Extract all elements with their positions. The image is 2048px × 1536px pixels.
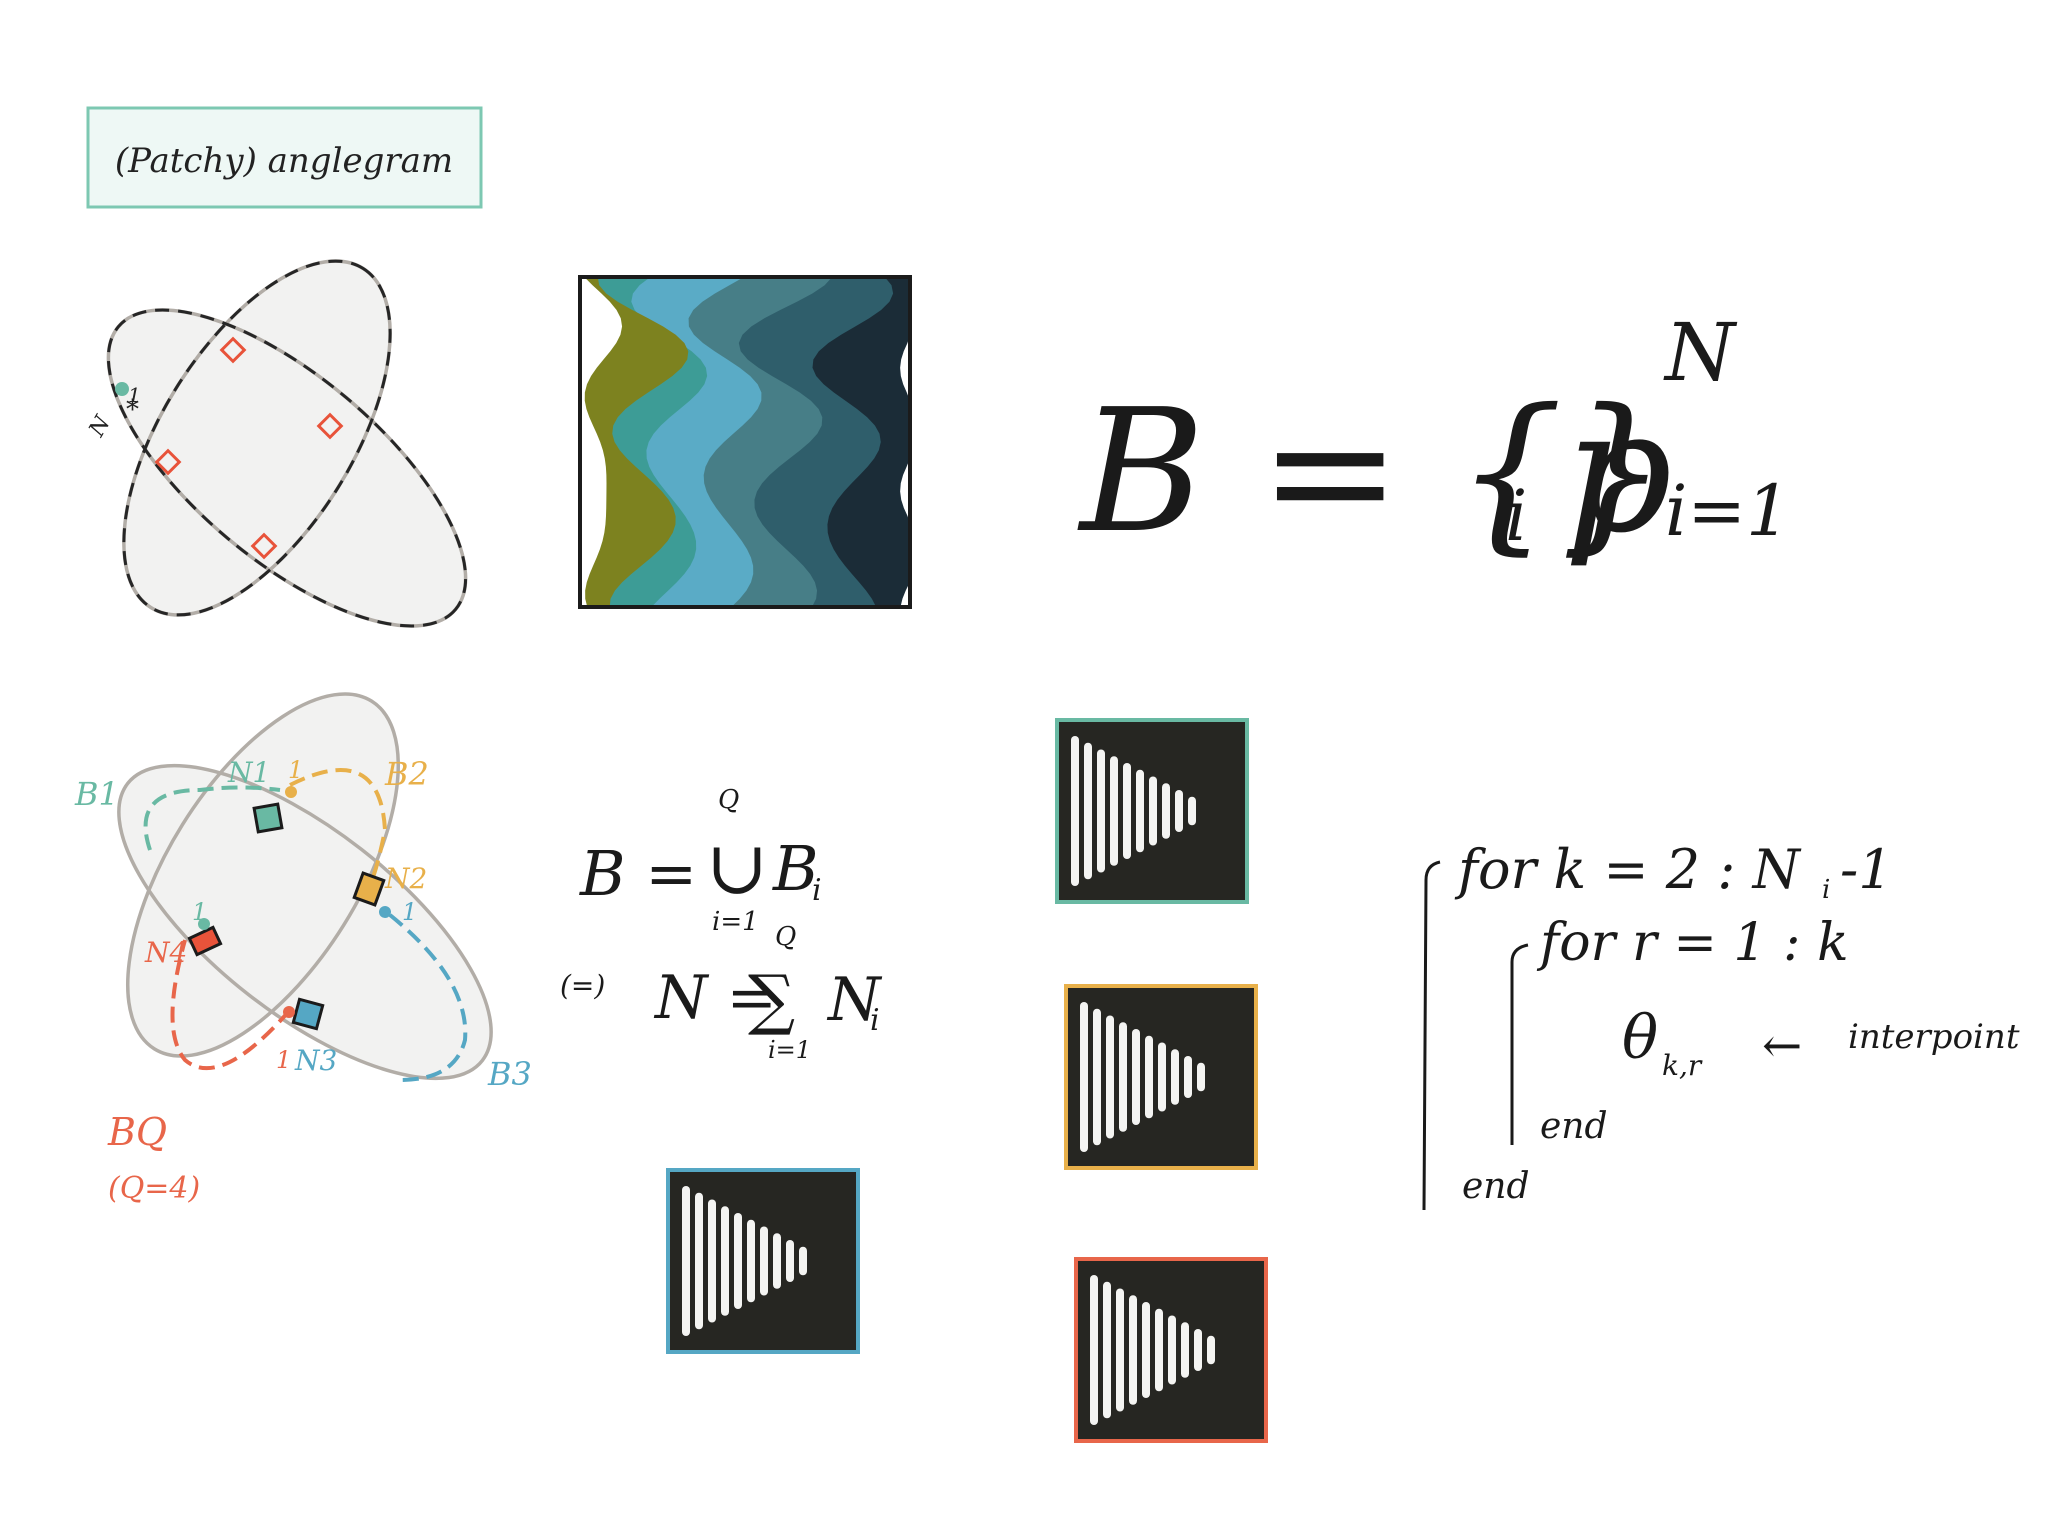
- label-q-note: (Q=4): [108, 1171, 200, 1206]
- label-start: 1: [128, 383, 141, 407]
- thumbnail-3: [666, 1168, 860, 1354]
- union-lhs: B =: [579, 837, 697, 910]
- label-one-b2: 1: [288, 756, 303, 784]
- heatmap-band: [580, 277, 623, 607]
- sum-sub: i: [870, 1003, 880, 1038]
- code-line-1: for k = 2 : N: [1454, 838, 1802, 901]
- union-bottom: i=1: [712, 907, 759, 937]
- label-n3: N3: [294, 1044, 337, 1077]
- union-operator: ∪: [706, 825, 768, 911]
- formula-close: }: [1560, 373, 1668, 571]
- segment-bq: [170, 939, 292, 1071]
- label-n2: N2: [384, 862, 427, 895]
- thumbnail-4: [1074, 1257, 1268, 1443]
- star-icon: *: [126, 395, 139, 425]
- label-n1: N1: [227, 756, 270, 789]
- label-b3: B3: [487, 1055, 532, 1093]
- code-theta-sub: k,r: [1662, 1049, 1703, 1082]
- heatmap-band: [580, 277, 689, 607]
- code-line-2: for r = 1 : k: [1536, 913, 1849, 973]
- label-b2: B2: [384, 755, 429, 793]
- formula-b-set: B = {p i } N i=1: [1077, 306, 1791, 571]
- code-end-outer: end: [1462, 1166, 1530, 1207]
- patch-marker-icon: [291, 997, 325, 1031]
- formula-main: B = {p: [1077, 373, 1672, 571]
- boundary-dashed-a: [122, 259, 392, 617]
- segment-b1: [143, 785, 281, 851]
- title-box: (Patchy) anglegram: [86, 106, 483, 209]
- formula-sub: i: [1505, 475, 1527, 557]
- union-formula: B = ∪ B i Q i=1: [579, 785, 822, 937]
- anglegram-heatmap: [578, 275, 912, 609]
- formula-lower: i=1: [1665, 470, 1791, 552]
- boundary-dashed-b: [106, 308, 468, 628]
- union-body: B: [772, 832, 819, 905]
- thumbnail-1: [1055, 718, 1249, 904]
- union-top: Q: [718, 785, 739, 815]
- label-one-b1: 1: [192, 898, 207, 926]
- code-note: interpoint: [1848, 1017, 2020, 1057]
- patch-marker-icon: [352, 871, 386, 907]
- code-theta: θ: [1622, 1003, 1658, 1073]
- bottom-ellipse-sketch: B1 B2 B3 BQ (Q=4) N1 N2 N3 N4 1 1 1 1: [74, 692, 532, 1206]
- patch-marker-icon: [252, 802, 284, 834]
- patch-marker-icon: [187, 925, 223, 957]
- sum-operator: ∑: [748, 961, 795, 1038]
- title-text: (Patchy) anglegram: [115, 141, 453, 181]
- label-n4: N4: [144, 936, 187, 969]
- sum-bottom: i=1: [768, 1036, 811, 1064]
- sum-formula: (=) N = ∑ N i Q i=1: [560, 922, 883, 1064]
- thumbnail-group: [666, 718, 1268, 1443]
- union-sub: i: [812, 873, 822, 908]
- diamond-marker-icon: [316, 412, 344, 440]
- segment-b3: [388, 913, 468, 1082]
- sum-prefix: (=): [560, 969, 605, 1002]
- diamond-marker-icon: [219, 336, 247, 364]
- sum-top: Q: [775, 922, 796, 952]
- code-arrow: ←: [1762, 1018, 1802, 1074]
- thumbnail-2: [1064, 984, 1258, 1170]
- top-ellipse-sketch: 1 N *: [84, 259, 468, 628]
- pseudocode: for k = 2 : N i -1 for r = 1 : k θ k,r ←…: [1422, 838, 2020, 1211]
- code-end-inner: end: [1540, 1106, 1608, 1147]
- code-line-1-end: -1: [1840, 838, 1893, 901]
- label-one-b3: 1: [402, 898, 417, 926]
- segment-b2: [289, 768, 388, 897]
- diamond-marker-icon: [250, 532, 278, 560]
- sum-lhs: N =: [653, 963, 777, 1033]
- label-end: N: [84, 411, 116, 442]
- label-one-bq: 1: [276, 1046, 291, 1074]
- diamond-marker-icon: [154, 448, 182, 476]
- label-bq: BQ: [107, 1110, 167, 1154]
- formula-upper: N: [1663, 306, 1738, 399]
- sum-body: N: [826, 965, 883, 1035]
- label-b1: B1: [74, 775, 119, 813]
- start-point-icon: [115, 382, 129, 396]
- code-line-1-sub: i: [1822, 875, 1830, 905]
